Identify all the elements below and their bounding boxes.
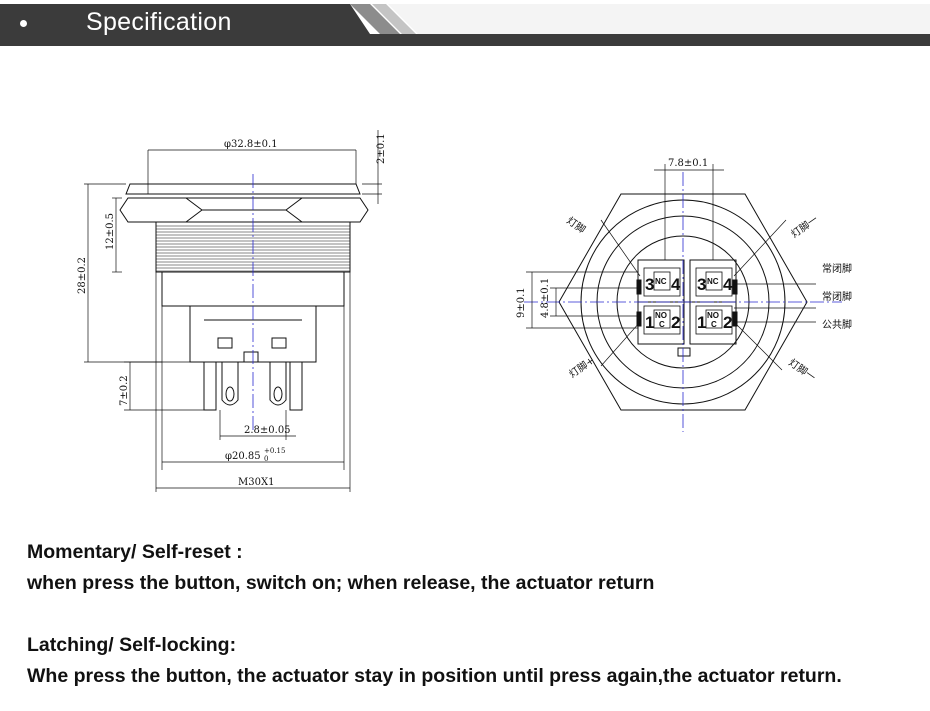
latching-description: Whe press the button, the actuator stay … [27,665,842,687]
label-lamp-left-bottom: 灯脚+ [566,354,597,381]
label-no: 常闭脚 [822,290,852,303]
label-nc: 常闭脚 [822,262,852,275]
pin-right-3: 3 [697,275,706,294]
momentary-description: when press the button, switch on; when r… [27,572,655,594]
pin-left-1: 1 [645,313,654,332]
dim-nut-height: 12±0.5 [105,213,116,250]
section-header: Specification [0,0,930,48]
header-bar [0,0,930,48]
pin-left-2: 2 [671,313,680,332]
dim-terminal-length: 7±0.2 [119,375,130,406]
pin-left-3: 3 [645,275,654,294]
dim-head-diameter: φ32.8±0.1 [224,139,278,150]
latching-title: Latching/ Self-locking: [27,634,237,656]
label-com: 公共脚 [822,318,852,331]
dim-height-inner: 4.8±0.1 [540,278,551,318]
tag-nc-left: NC [655,277,667,286]
tag-nc-right: NC [707,277,719,286]
label-lamp-right-bottom: 灯脚一 [786,356,818,384]
dim-head-height: 2±0.1 [376,133,387,164]
drawing-svg: φ32.8±0.1 2±0.1 12±0.5 28±0.2 7±0.2 2.8±… [77,130,852,492]
dim-width: 7.8±0.1 [668,158,708,169]
page-title: Specification [86,8,232,36]
dim-body-tol-upper: +0.15 [264,447,285,455]
dim-total-length: 28±0.2 [77,257,88,294]
momentary-title: Momentary/ Self-reset : [27,541,243,563]
pin-right-1: 1 [697,313,706,332]
tag-c-left: C [659,320,665,329]
dim-body-tol-lower: 0 [264,455,268,463]
tag-no-left: NO [655,311,667,320]
dim-body-diameter: φ20.85 [225,451,261,462]
label-lamp-right-top: 灯脚一 [788,213,820,241]
tag-c-right: C [711,320,717,329]
dim-height-outer: 9±0.1 [516,287,527,318]
pin-right-4: 4 [723,275,733,294]
dim-thread: M30X1 [238,477,274,488]
tag-no-right: NO [707,311,719,320]
label-lamp-left-top: 灯脚 [564,214,588,236]
technical-drawing: φ32.8±0.1 2±0.1 12±0.5 28±0.2 7±0.2 2.8±… [26,60,874,532]
pin-left-4: 4 [671,275,681,294]
pin-right-2: 2 [723,313,732,332]
side-view-drawing [119,183,369,411]
dim-terminal-pitch: 2.8±0.05 [244,425,291,436]
bullet-icon [20,20,27,27]
